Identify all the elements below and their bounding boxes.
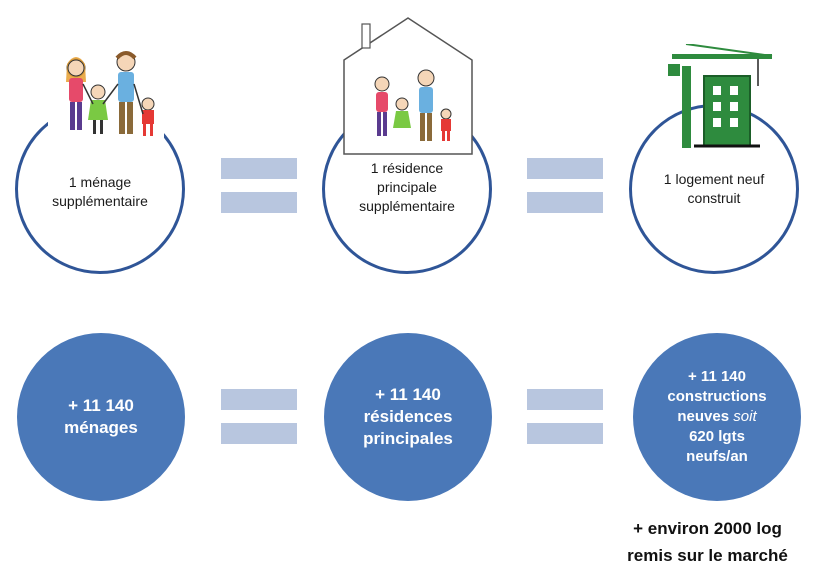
equals-bar bbox=[527, 423, 603, 444]
new-housing-label-line1: 1 logement neuf bbox=[663, 171, 765, 187]
household-label-line1: 1 ménage bbox=[68, 174, 132, 190]
residences-count-value: + 11 140 bbox=[375, 385, 441, 404]
households-count-unit: ménages bbox=[64, 418, 138, 437]
residence-label-line3: supplémentaire bbox=[359, 198, 455, 214]
household-label: 1 ménage supplémentaire bbox=[30, 173, 170, 211]
residence-label-line2: principale bbox=[377, 179, 437, 195]
equals-bar bbox=[221, 158, 297, 179]
house-family-illustration-icon bbox=[343, 17, 473, 155]
footnote-line1: + environ 2000 log bbox=[633, 519, 782, 538]
constructions-value: + 11 140 bbox=[688, 368, 746, 385]
footnote: + environ 2000 log remis sur le marché bbox=[600, 515, 815, 569]
equals-bar bbox=[221, 389, 297, 410]
residences-count-unit-1: résidences bbox=[363, 407, 453, 426]
constructions-line3: neuves soit bbox=[667, 407, 766, 427]
constructions-count-circle: + 11 140 constructions neuves soit 620 l… bbox=[633, 333, 801, 501]
constructions-neuves: neuves bbox=[677, 408, 734, 425]
residence-label: 1 résidence principale supplémentaire bbox=[337, 159, 477, 216]
new-housing-label-line2: construit bbox=[687, 190, 741, 206]
constructions-per-year-unit: neufs/an bbox=[686, 448, 748, 465]
equals-sign-bottom-left bbox=[221, 389, 297, 444]
equals-bar bbox=[221, 423, 297, 444]
constructions-unit: constructions bbox=[667, 388, 767, 405]
constructions-count-text: + 11 140 constructions neuves soit 620 l… bbox=[667, 367, 766, 467]
new-housing-label: 1 logement neuf construit bbox=[636, 170, 792, 208]
households-count-value: + 11 140 bbox=[68, 396, 134, 415]
household-label-line2: supplémentaire bbox=[52, 193, 148, 209]
constructions-per-year-value: 620 lgts bbox=[689, 428, 745, 445]
households-count-circle: + 11 140 ménages bbox=[17, 333, 185, 501]
households-count-text: + 11 140 ménages bbox=[64, 395, 138, 439]
equals-bar bbox=[527, 158, 603, 179]
footnote-line2: remis sur le marché bbox=[627, 546, 788, 565]
residences-count-circle: + 11 140 résidences principales bbox=[324, 333, 492, 501]
residences-count-text: + 11 140 résidences principales bbox=[363, 384, 453, 450]
equals-sign-bottom-right bbox=[527, 389, 603, 444]
residences-count-unit-2: principales bbox=[363, 429, 453, 448]
equals-bar bbox=[527, 389, 603, 410]
crane-building-illustration-icon bbox=[668, 44, 773, 148]
equals-bar bbox=[221, 192, 297, 213]
equals-sign-top-left bbox=[221, 158, 297, 213]
equals-bar bbox=[527, 192, 603, 213]
family-illustration-icon bbox=[48, 48, 164, 144]
constructions-soit: soit bbox=[733, 408, 757, 425]
equals-sign-top-right bbox=[527, 158, 603, 213]
residence-label-line1: 1 résidence bbox=[370, 160, 444, 176]
